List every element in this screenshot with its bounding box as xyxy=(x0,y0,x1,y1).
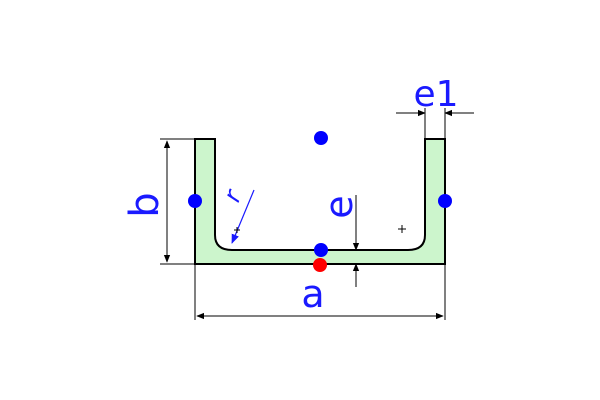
channel-profile xyxy=(194,138,446,265)
label-e1: e1 xyxy=(413,74,458,115)
dimension-e: e xyxy=(317,195,406,287)
dimension-r: r xyxy=(218,184,255,244)
label-r: r xyxy=(218,184,248,206)
right-flange-point xyxy=(438,194,452,208)
web-outer-point xyxy=(313,258,327,272)
dimension-e1: e1 xyxy=(396,74,474,139)
dimension-b: b xyxy=(122,138,195,265)
label-e: e xyxy=(317,195,361,218)
left-flange-point xyxy=(188,194,202,208)
dimension-a: a xyxy=(194,264,446,320)
label-b: b xyxy=(122,192,168,217)
centroid-point xyxy=(314,131,328,145)
label-a: a xyxy=(301,272,324,316)
web-inner-point xyxy=(314,243,328,257)
